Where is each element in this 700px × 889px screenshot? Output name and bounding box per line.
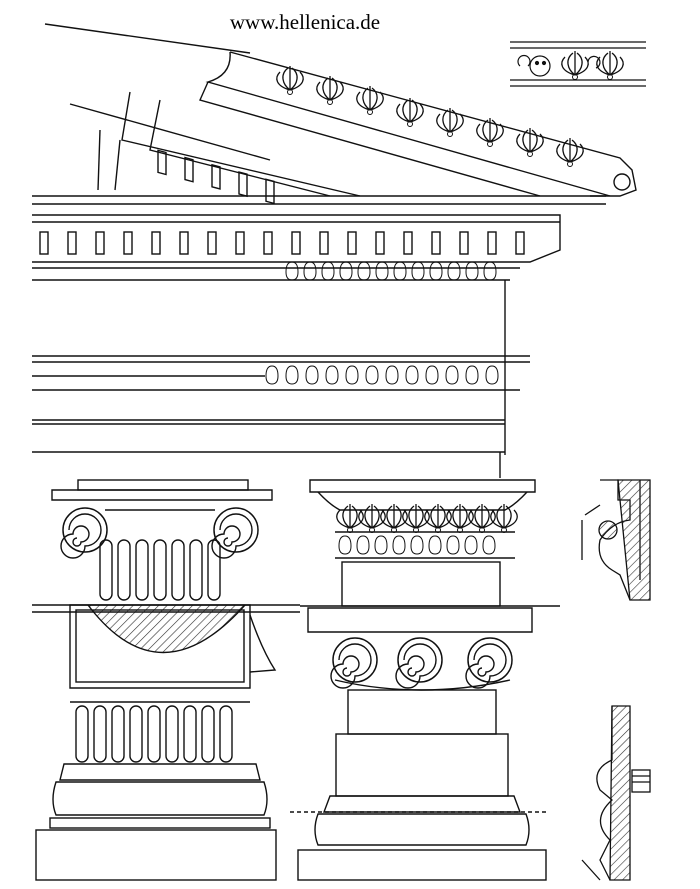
shaft-flutes [75, 705, 233, 763]
capital-flutes [99, 539, 221, 601]
watermark-url: www.hellenica.de [229, 10, 381, 34]
cornice [32, 195, 606, 281]
profile-section-lower [581, 705, 651, 881]
egg-and-dart-frieze [265, 365, 499, 385]
ionic-column-base [35, 701, 277, 881]
profile-section-upper [581, 479, 651, 601]
dentil-row [39, 231, 525, 255]
entablature [32, 280, 530, 478]
sima-detail [510, 41, 646, 87]
egg-and-dart-band [285, 261, 497, 281]
corinthian-capital-upper [309, 479, 536, 607]
pediment [44, 23, 637, 205]
ionic-capital [32, 479, 300, 689]
corinthian-capital-lower [290, 605, 560, 881]
